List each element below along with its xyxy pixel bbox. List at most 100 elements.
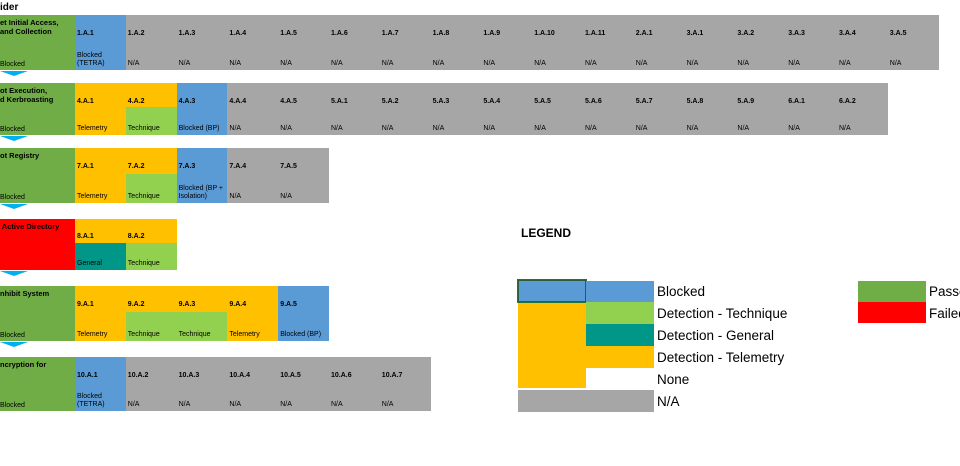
step-fill-top [125,83,178,108]
phase-status: Blocked [0,194,25,201]
step-fill [786,83,838,135]
step-fill [481,15,533,70]
legend-title: LEGEND [521,226,572,240]
step-fill [532,15,584,70]
legend-label-blocked: Blocked [657,284,706,299]
step-result: N/A [788,125,800,132]
step-fill [278,357,330,411]
step-result: N/A [635,60,648,67]
step-fill [125,15,178,70]
step-result: N/A [839,60,851,67]
step-id: 3.A.4 [839,30,856,38]
step-result: Blocked (BP + Isolation) [178,185,224,200]
step-id: 1.A.1 [77,30,94,38]
legend-swatch-technique [586,302,654,324]
step-id: 8.A.2 [127,233,145,241]
step-result: N/A [229,193,242,200]
step-id: 4.A.1 [77,97,94,105]
step-result: N/A [280,193,292,200]
step-result: N/A [889,60,902,67]
step-result: N/A [839,125,851,132]
step-id: 3.A.2 [737,30,755,38]
step-result: Telemetry [229,331,260,338]
step-id: 1.A.4 [229,30,247,38]
step-id: 5.A.3 [432,97,450,105]
step-id: 1.A.2 [127,30,145,38]
phase-status: Blocked [0,126,25,133]
step-fill [430,83,482,135]
step-id: 10.A.5 [280,372,301,380]
step-fill [887,15,940,70]
step-fill [75,242,127,270]
step-id: 6.A.2 [839,97,856,105]
step-fill [379,15,432,70]
step-result: Technique [127,193,160,200]
step-fill [176,357,228,411]
step-fill [786,15,838,70]
legend-swatch-na [518,390,654,412]
step-fill [735,83,787,135]
step-id: 1.A.11 [585,30,606,38]
step-fill [176,148,228,203]
step-result: Blocked (BP) [178,125,220,132]
flow-arrow-icon [0,342,28,347]
step-fill [684,15,736,70]
phase-name: ncryption for [0,360,47,369]
step-id: 9.A.1 [77,301,94,309]
step-id: 9.A.3 [178,301,196,309]
step-fill [532,83,584,135]
step-result: N/A [381,401,394,408]
step-id: 10.A.1 [77,372,98,380]
legend-swatch-blocked [586,281,654,302]
step-result: N/A [686,60,699,67]
step-fill [430,15,482,70]
step-id: 5.A.9 [737,97,755,105]
phase-label: Active Directory [0,219,75,270]
step-fill [176,15,228,70]
step-fill [227,15,279,70]
step-id: 7.A.2 [127,163,145,171]
legend-label-telemetry: Detection - Telemetry [657,350,785,365]
step-fill [481,83,533,135]
step-result: N/A [381,60,394,67]
step-fill [278,83,330,135]
step-fill [837,83,889,135]
step-result: N/A [635,125,648,132]
page-heading: ider [0,2,19,13]
flow-arrow-icon [0,71,28,76]
step-fill [176,83,228,135]
legend-label-na: N/A [657,394,680,409]
step-result: N/A [331,125,343,132]
phase-name: et Initial Access, and Collection [0,18,59,36]
step-id: 9.A.4 [229,301,247,309]
step-fill [684,83,736,135]
step-id: 1.A.6 [331,30,348,38]
step-fill-top [125,148,178,174]
step-id: 7.A.5 [280,163,297,171]
step-id: 5.A.5 [534,97,551,105]
step-id: 5.A.6 [585,97,602,105]
step-result: N/A [585,60,597,67]
